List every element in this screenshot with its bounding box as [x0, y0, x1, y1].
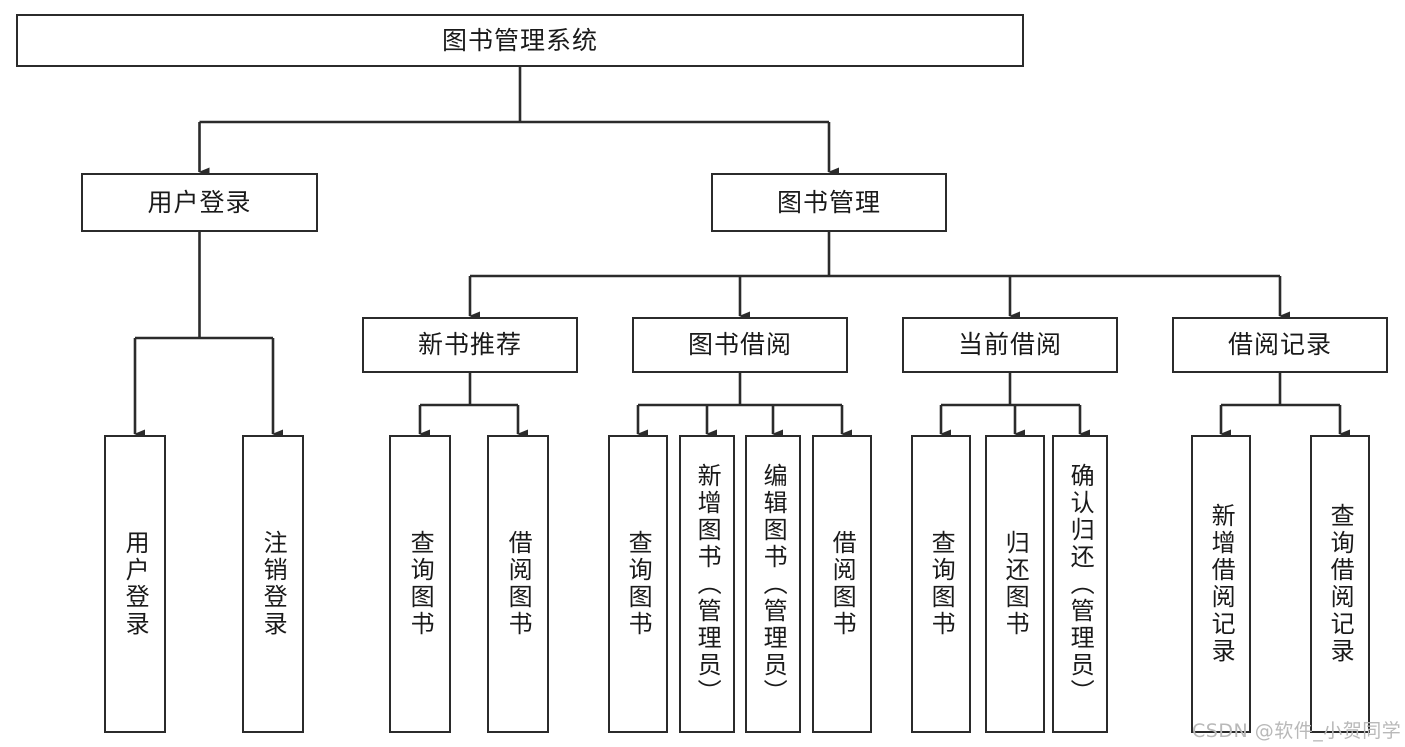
- node-user-login[interactable]: 用户登录: [81, 173, 318, 232]
- node-new-book-rec[interactable]: 新书推荐: [362, 317, 578, 373]
- node-label: 查询借阅记录: [1326, 503, 1355, 665]
- node-label: 注销登录: [259, 530, 288, 638]
- node-label: 新增图书（管理员）: [693, 462, 722, 706]
- node-leaf-add-record[interactable]: 新增借阅记录: [1191, 435, 1251, 733]
- node-label: 借阅图书: [504, 530, 533, 638]
- node-leaf-borrow-book-1[interactable]: 借阅图书: [487, 435, 549, 733]
- node-label: 图书借阅: [687, 330, 792, 360]
- node-leaf-query-book-3[interactable]: 查询图书: [911, 435, 971, 733]
- node-label: 图书管理系统: [441, 25, 598, 55]
- node-book-mgmt[interactable]: 图书管理: [711, 173, 947, 232]
- node-label: 查询图书: [406, 530, 435, 638]
- node-label: 新增借阅记录: [1207, 503, 1236, 665]
- node-book-borrow[interactable]: 图书借阅: [632, 317, 848, 373]
- csdn-watermark: CSDN @软件_小贺同学: [1192, 720, 1402, 742]
- node-root[interactable]: 图书管理系统: [16, 14, 1024, 67]
- node-label: 查询图书: [624, 530, 653, 638]
- node-leaf-borrow-book-2[interactable]: 借阅图书: [812, 435, 872, 733]
- node-current-borrow[interactable]: 当前借阅: [902, 317, 1118, 373]
- node-leaf-confirm-return[interactable]: 确认归还（管理员）: [1052, 435, 1108, 733]
- node-label: 借阅图书: [828, 530, 857, 638]
- node-borrow-record[interactable]: 借阅记录: [1172, 317, 1388, 373]
- node-leaf-query-record[interactable]: 查询借阅记录: [1310, 435, 1370, 733]
- node-label: 用户登录: [147, 187, 252, 217]
- node-label: 新书推荐: [417, 330, 522, 360]
- node-leaf-user-login[interactable]: 用户登录: [104, 435, 166, 733]
- node-leaf-query-book-2[interactable]: 查询图书: [608, 435, 668, 733]
- node-leaf-query-book-1[interactable]: 查询图书: [389, 435, 451, 733]
- node-leaf-return-book[interactable]: 归还图书: [985, 435, 1045, 733]
- node-label: 图书管理: [776, 187, 881, 217]
- node-label: 确认归还（管理员）: [1066, 462, 1095, 706]
- node-leaf-logout[interactable]: 注销登录: [242, 435, 304, 733]
- node-label: 编辑图书（管理员）: [759, 462, 788, 706]
- node-label: 用户登录: [121, 530, 150, 638]
- node-label: 归还图书: [1001, 530, 1030, 638]
- node-leaf-add-book[interactable]: 新增图书（管理员）: [679, 435, 735, 733]
- node-label: 当前借阅: [957, 330, 1062, 360]
- node-leaf-edit-book[interactable]: 编辑图书（管理员）: [745, 435, 801, 733]
- node-label: 查询图书: [927, 530, 956, 638]
- node-label: 借阅记录: [1227, 330, 1332, 360]
